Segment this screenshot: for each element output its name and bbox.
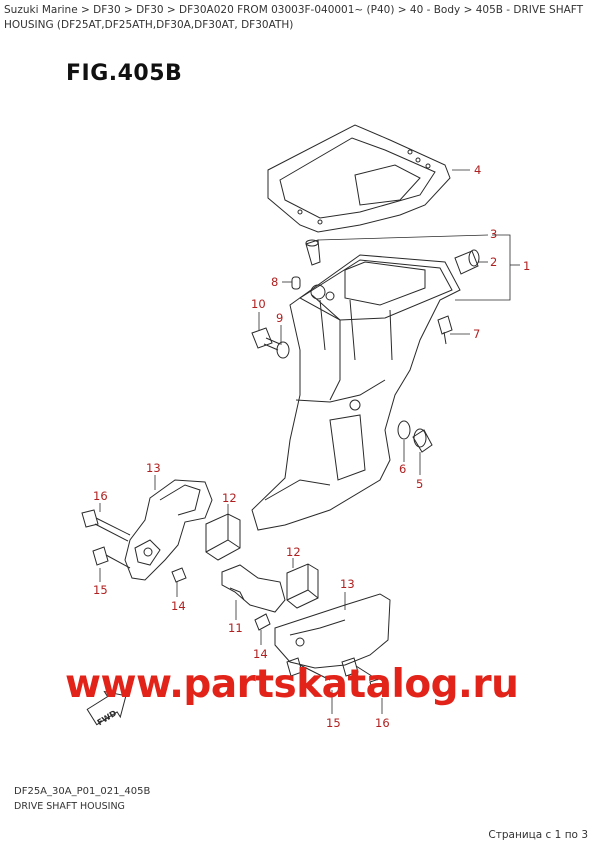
mount-part-12-left bbox=[205, 513, 241, 561]
callout-14-left: 14 bbox=[171, 599, 186, 613]
mount-part-12-right bbox=[286, 563, 319, 609]
callout-13-left: 13 bbox=[146, 461, 161, 475]
drive-shaft-housing-part bbox=[251, 254, 461, 531]
callout-3: 3 bbox=[490, 227, 497, 241]
plug-part bbox=[454, 249, 480, 275]
callout-14-right: 14 bbox=[253, 647, 268, 661]
bracket-part-11 bbox=[221, 564, 286, 613]
callout-10: 10 bbox=[251, 297, 266, 311]
leader-lines bbox=[99, 169, 520, 714]
callout-12-left: 12 bbox=[222, 491, 237, 505]
callout-1: 1 bbox=[523, 259, 530, 273]
bolt-part-15-left bbox=[92, 546, 131, 569]
washer-part bbox=[276, 341, 290, 359]
callout-16-right: 16 bbox=[375, 716, 390, 730]
page-indicator: Страница с 1 по 3 bbox=[488, 829, 588, 841]
callout-5: 5 bbox=[416, 477, 423, 491]
bolt-part-16-left bbox=[81, 509, 131, 542]
seal-part bbox=[397, 420, 411, 440]
pin-part-14-right bbox=[254, 613, 271, 631]
bolt-part-10 bbox=[251, 327, 281, 351]
diagram-code: DF25A_30A_P01_021_405B bbox=[14, 786, 151, 797]
figure-title: FIG.405B bbox=[66, 61, 183, 86]
diagram-caption: DRIVE SHAFT HOUSING bbox=[14, 801, 125, 812]
callout-13-right: 13 bbox=[340, 577, 355, 591]
bracket-part-right bbox=[274, 593, 391, 669]
callout-16-left: 16 bbox=[93, 489, 108, 503]
gasket-part bbox=[267, 124, 451, 233]
stud-part bbox=[305, 239, 321, 266]
callout-12-right: 12 bbox=[286, 545, 301, 559]
bolt-part-7 bbox=[437, 315, 453, 345]
callout-7: 7 bbox=[473, 327, 480, 341]
watermark: www.partskatalog.ru bbox=[65, 662, 519, 707]
callout-4: 4 bbox=[474, 163, 481, 177]
pin-part-14-left bbox=[171, 567, 187, 583]
callout-9: 9 bbox=[276, 311, 283, 325]
callout-8: 8 bbox=[271, 275, 278, 289]
callout-15-right: 15 bbox=[326, 716, 341, 730]
bracket-part-left bbox=[124, 479, 213, 581]
callout-15-left: 15 bbox=[93, 583, 108, 597]
fwd-arrow bbox=[86, 690, 127, 726]
callout-6: 6 bbox=[399, 462, 406, 476]
bolt-part-16-right bbox=[341, 657, 387, 697]
drain-plug-part bbox=[412, 428, 433, 453]
callout-2: 2 bbox=[490, 255, 497, 269]
breadcrumb: Suzuki Marine > DF30 > DF30 > DF30A020 F… bbox=[4, 4, 584, 31]
pin-part bbox=[291, 276, 301, 290]
callout-11: 11 bbox=[228, 621, 243, 635]
bolt-part-15-right bbox=[286, 657, 331, 681]
